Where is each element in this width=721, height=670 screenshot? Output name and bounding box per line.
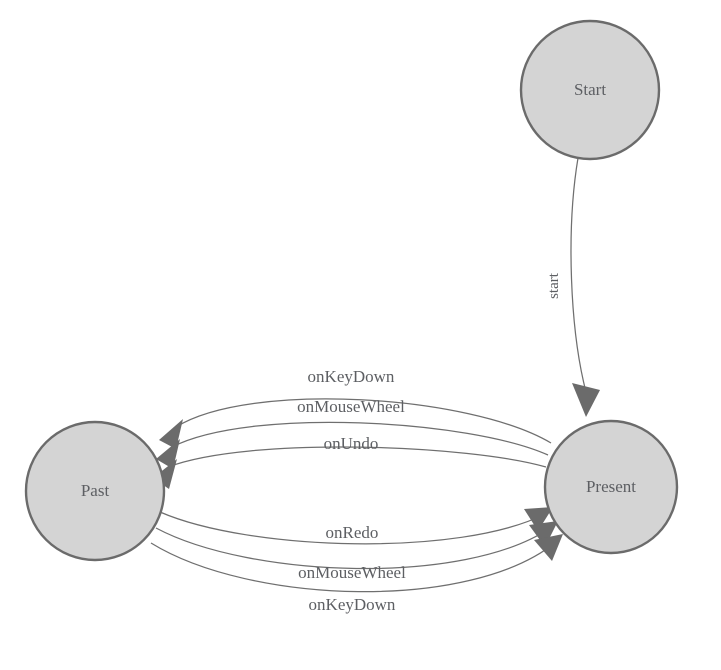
state-node-present-shape [543, 419, 679, 555]
edge-label-past-present-onredo: onRedo [326, 523, 379, 542]
edge-past-to-present-onmousewheel-arrowhead [529, 521, 558, 547]
edge-past-to-present-onredo-arrowhead [524, 507, 553, 531]
edge-past-to-present-onredo[interactable]: onRedo [159, 507, 553, 545]
state-node-present-label: Present [586, 477, 636, 496]
edge-past-to-present-onkeydown-path [150, 541, 557, 593]
edge-label-present-past-onmousewheel: onMouseWheel [297, 397, 405, 416]
edge-present-to-past-onmousewheel[interactable]: onMouseWheel [156, 397, 549, 469]
state-node-past-shape [24, 420, 166, 562]
edge-label-present-past-onundo: onUndo [324, 434, 379, 453]
edge-present-to-past-onkeydown-path [175, 398, 552, 444]
edge-start-to-present-path [570, 157, 587, 393]
edge-present-to-past-onmousewheel-path [171, 421, 549, 456]
state-node-start-label: Start [574, 80, 606, 99]
edge-present-to-past-onundo-path [167, 446, 547, 468]
edge-label-start: start [546, 272, 562, 299]
state-node-past-label: Past [81, 481, 110, 500]
state-node-start[interactable]: Start [519, 19, 661, 161]
edge-past-to-present-onredo-path [159, 511, 546, 545]
state-node-present[interactable]: Present [543, 419, 679, 555]
edge-start-to-present-arrowhead [572, 383, 600, 417]
edge-present-to-past-onkeydown-arrowhead [159, 419, 183, 449]
edge-past-to-present-onkeydown[interactable]: onKeyDown [150, 534, 563, 614]
state-node-past[interactable]: Past [24, 420, 166, 562]
state-node-start-shape [519, 19, 661, 161]
edge-past-to-present-onmousewheel[interactable]: onMouseWheel [155, 521, 558, 582]
edge-start-to-present[interactable]: start [546, 157, 600, 417]
edge-label-past-present-onkeydown: onKeyDown [309, 595, 396, 614]
edge-past-to-present-onkeydown-arrowhead [534, 534, 563, 561]
edge-present-to-past-onundo[interactable]: onUndo [153, 434, 547, 489]
edge-past-to-present-onmousewheel-path [155, 527, 551, 570]
edge-label-present-past-onkeydown: onKeyDown [308, 367, 395, 386]
edge-label-past-present-onmousewheel: onMouseWheel [298, 563, 406, 582]
